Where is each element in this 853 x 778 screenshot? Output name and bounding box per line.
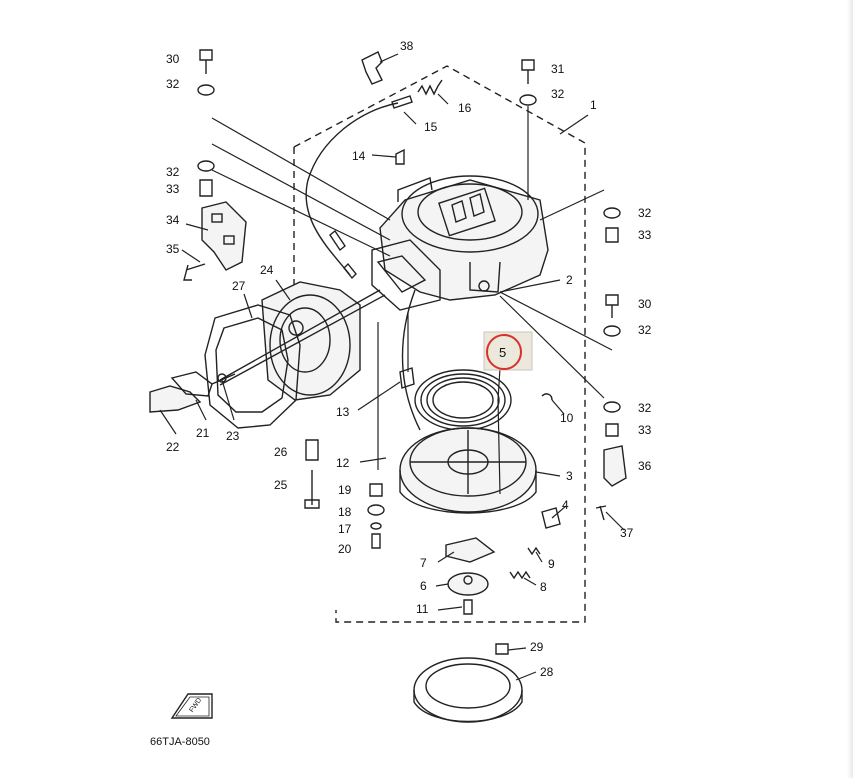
callout-27: 27 xyxy=(232,279,246,293)
callout-33-right-a: 33 xyxy=(638,228,652,242)
callout-33-right-b: 33 xyxy=(638,423,652,437)
callout-32-right-c: 32 xyxy=(638,401,652,415)
callout-8: 8 xyxy=(540,580,547,594)
callout-21: 21 xyxy=(196,426,210,440)
callout-6: 6 xyxy=(420,579,427,593)
callout-1: 1 xyxy=(590,98,597,112)
bracket-34 xyxy=(201,201,247,271)
starter-cable xyxy=(401,289,421,431)
spring-8 xyxy=(509,570,531,580)
callout-12: 12 xyxy=(336,456,350,470)
pawl-4 xyxy=(541,507,561,529)
callout-35: 35 xyxy=(166,242,180,256)
leader-lines xyxy=(159,53,625,681)
callout-16: 16 xyxy=(458,101,472,115)
callout-36: 36 xyxy=(638,459,652,473)
cover-28 xyxy=(413,643,523,723)
callout-25: 25 xyxy=(274,478,288,492)
callout-34: 34 xyxy=(166,213,180,227)
reel-assembly xyxy=(204,281,386,429)
recoil-spring xyxy=(414,369,512,431)
spring-9 xyxy=(527,546,541,556)
callout-28: 28 xyxy=(540,665,554,679)
callout-26: 26 xyxy=(274,445,288,459)
callout-labels: 30 32 32 33 34 35 24 27 38 16 15 14 31 3… xyxy=(166,39,652,679)
plate-7 xyxy=(445,537,496,563)
callout-13: 13 xyxy=(336,405,350,419)
reel-drum xyxy=(399,427,537,514)
callout-30-left: 30 xyxy=(166,52,180,66)
callout-32-right-a: 32 xyxy=(638,206,652,220)
collar-10 xyxy=(541,393,553,401)
diagram-code: 66TJA-8050 xyxy=(150,736,210,748)
callout-18: 18 xyxy=(338,505,352,519)
page-edge-shadow xyxy=(847,0,853,778)
bolt-stack-left xyxy=(197,49,215,197)
lock-wire xyxy=(305,102,399,276)
callout-15: 15 xyxy=(424,120,438,134)
callout-3: 3 xyxy=(566,469,573,483)
callout-22: 22 xyxy=(166,440,180,454)
lever-38 xyxy=(361,51,383,85)
callout-38: 38 xyxy=(400,39,414,53)
callout-19: 19 xyxy=(338,483,352,497)
callout-30-right: 30 xyxy=(638,297,652,311)
callout-7: 7 xyxy=(420,556,427,570)
spring-16 xyxy=(417,79,443,96)
callout-24: 24 xyxy=(260,263,274,277)
callout-32-left: 32 xyxy=(166,165,180,179)
starter-handle xyxy=(149,371,236,413)
callout-33-left: 33 xyxy=(166,182,180,196)
bolt-35 xyxy=(183,263,206,281)
callout-10: 10 xyxy=(560,411,574,425)
callout-4: 4 xyxy=(562,498,569,512)
callout-29: 29 xyxy=(530,640,544,654)
callout-2: 2 xyxy=(566,273,573,287)
callout-32-right-top: 32 xyxy=(551,87,565,101)
callout-9: 9 xyxy=(548,557,555,571)
callout-23: 23 xyxy=(226,429,240,443)
bolt-stack-right xyxy=(519,59,627,521)
callout-32-left-top: 32 xyxy=(166,77,180,91)
callout-20: 20 xyxy=(338,542,352,556)
starter-housing xyxy=(371,175,549,311)
callout-14: 14 xyxy=(352,149,366,163)
callout-17: 17 xyxy=(338,522,352,536)
highlight-part-5: 5 xyxy=(483,331,533,371)
callout-32-right-b: 32 xyxy=(638,323,652,337)
callout-5: 5 xyxy=(499,345,506,360)
clip-14 xyxy=(395,148,405,165)
bolt-11 xyxy=(463,599,473,615)
fwd-mark: FWD xyxy=(170,693,213,719)
callout-37: 37 xyxy=(620,526,634,540)
callout-31: 31 xyxy=(551,62,565,76)
assembly-boundary xyxy=(293,65,586,623)
callout-11: 11 xyxy=(416,602,429,616)
